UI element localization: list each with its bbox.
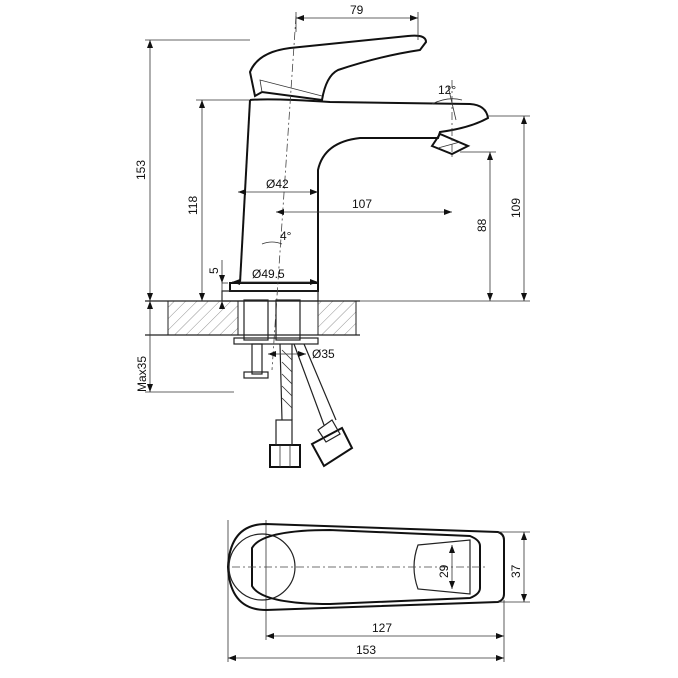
dim-body-diameter: Ø42 bbox=[266, 177, 289, 191]
dim-spout-top-height: 109 bbox=[509, 198, 523, 218]
dimension-lines bbox=[145, 12, 530, 393]
countertop bbox=[145, 300, 360, 336]
faucet-body bbox=[221, 34, 490, 302]
dim-base-gap: 5 bbox=[207, 267, 221, 274]
dim-max-deck: Max35 bbox=[135, 356, 149, 392]
dim-plan-total-length: 153 bbox=[356, 643, 376, 657]
dim-plan-outer-height: 37 bbox=[509, 564, 523, 578]
dim-spout-tilt: 12° bbox=[438, 83, 456, 97]
dim-spout-height: 88 bbox=[475, 218, 489, 232]
dim-plan-inner-length: 127 bbox=[372, 621, 392, 635]
dim-base-diameter: Ø49.5 bbox=[252, 267, 285, 281]
plan-view: 29 37 127 153 bbox=[226, 520, 530, 662]
side-elevation-view: 79 153 118 12° Ø42 107 88 109 4° 5 Ø49.5… bbox=[134, 3, 530, 468]
dim-body-tilt: 4° bbox=[280, 229, 292, 243]
dim-total-height: 153 bbox=[134, 160, 148, 180]
dim-plan-inner-height: 29 bbox=[437, 564, 451, 578]
dim-top-width: 79 bbox=[350, 3, 364, 17]
dim-spout-reach: 107 bbox=[352, 197, 372, 211]
dim-hole-diameter: Ø35 bbox=[312, 347, 335, 361]
mounting-hardware bbox=[233, 299, 354, 468]
dim-body-height: 118 bbox=[186, 196, 200, 215]
